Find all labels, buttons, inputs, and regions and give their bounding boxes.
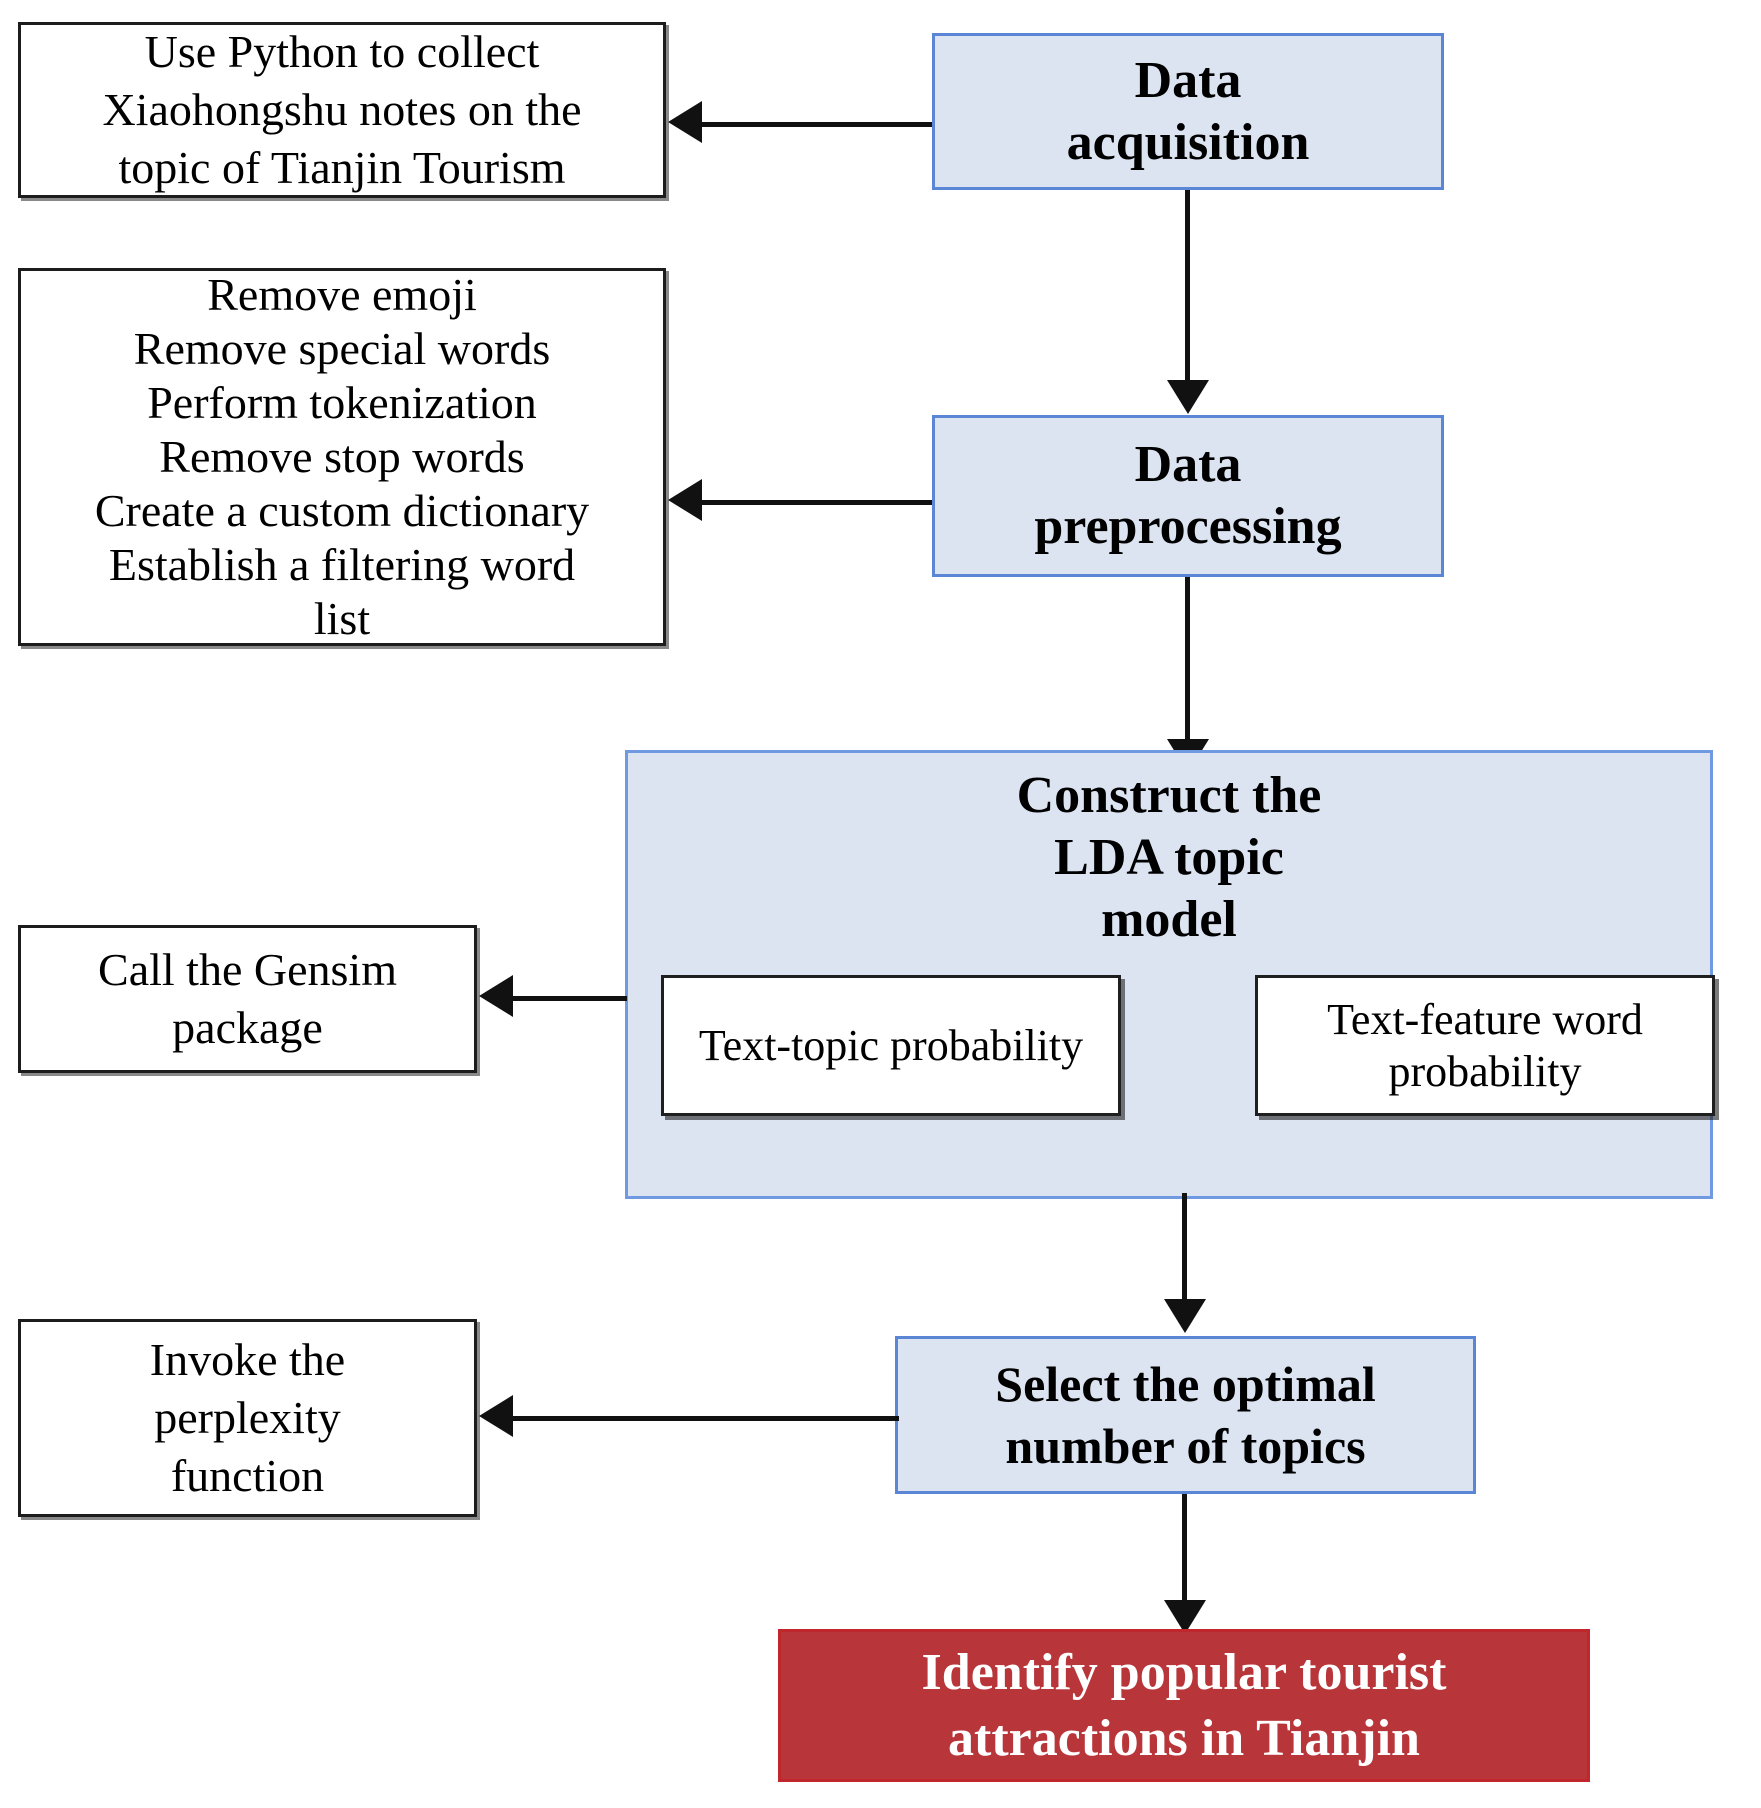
- node-select-optimal-topics: Select the optimal number of topics: [895, 1336, 1476, 1494]
- node-collect-notes-label: Use Python to collect Xiaohongshu notes …: [102, 26, 582, 193]
- node-select-optimal-topics-label: Select the optimal number of topics: [995, 1356, 1376, 1474]
- node-identify-attractions-label: Identify popular tourist attractions in …: [921, 1643, 1447, 1767]
- node-preprocessing-steps: Remove emoji Remove special words Perfor…: [18, 268, 666, 646]
- node-data-preprocessing-label: Data preprocessing: [1034, 436, 1342, 555]
- node-data-acquisition-label: Data acquisition: [1066, 51, 1310, 171]
- node-text-feature-word-probability: Text-feature word probability: [1255, 975, 1715, 1116]
- node-construct-lda-label: Construct the LDA topic model: [1016, 767, 1322, 948]
- node-text-topic-probability: Text-topic probability: [661, 975, 1121, 1116]
- node-identify-attractions: Identify popular tourist attractions in …: [778, 1629, 1590, 1782]
- node-text-feature-word-probability-label: Text-feature word probability: [1327, 994, 1643, 1096]
- node-collect-notes: Use Python to collect Xiaohongshu notes …: [18, 22, 666, 198]
- node-data-acquisition: Data acquisition: [932, 33, 1444, 190]
- node-invoke-perplexity-label: Invoke the perplexity function: [149, 1334, 346, 1501]
- node-text-topic-probability-label: Text-topic probability: [698, 1020, 1084, 1070]
- node-call-gensim-label: Call the Gensim package: [98, 944, 397, 1053]
- node-call-gensim: Call the Gensim package: [18, 925, 477, 1073]
- node-preprocessing-steps-label: Remove emoji Remove special words Perfor…: [94, 269, 590, 644]
- node-data-preprocessing: Data preprocessing: [932, 415, 1444, 577]
- node-construct-lda: Construct the LDA topic model Text-topic…: [625, 750, 1715, 1199]
- node-invoke-perplexity: Invoke the perplexity function: [18, 1319, 477, 1517]
